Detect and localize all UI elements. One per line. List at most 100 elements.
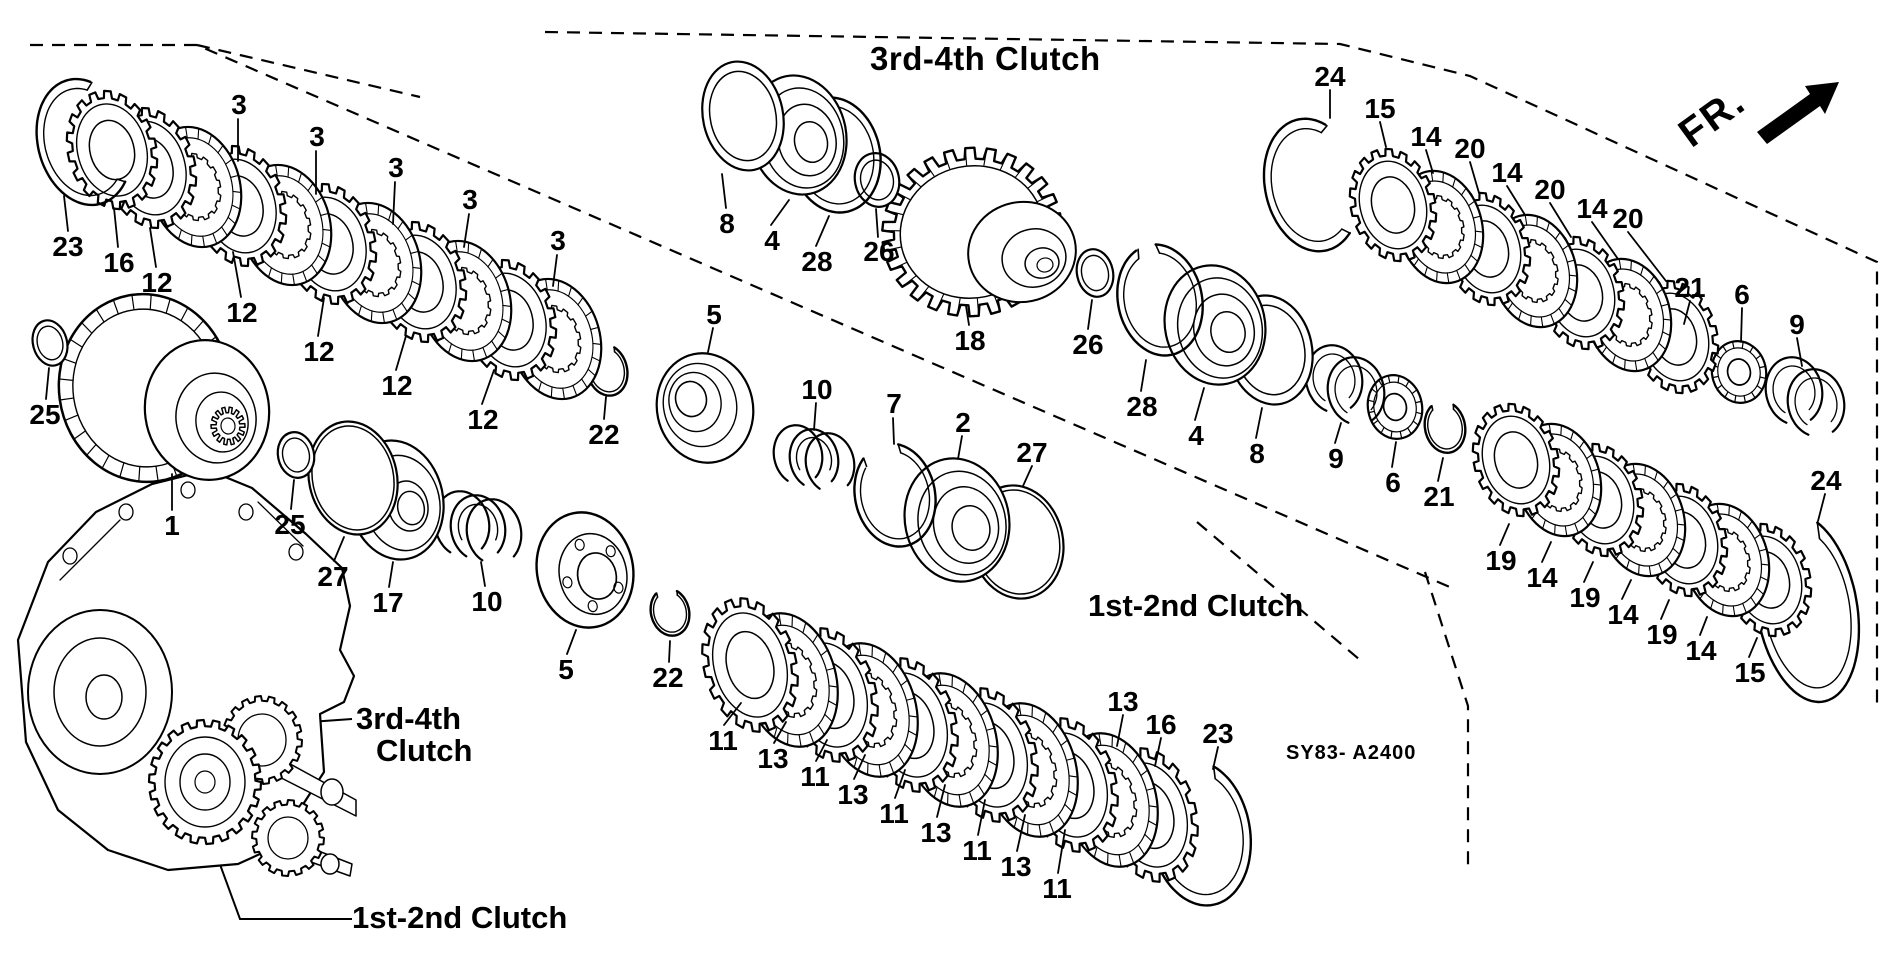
part-label-26: 26 bbox=[863, 208, 895, 267]
o-ring-26 bbox=[1075, 248, 1115, 298]
svg-text:2: 2 bbox=[955, 407, 971, 438]
svg-text:14: 14 bbox=[1685, 635, 1717, 666]
part-label-10: 10 bbox=[801, 374, 833, 431]
svg-text:12: 12 bbox=[141, 267, 172, 298]
svg-text:11: 11 bbox=[1042, 873, 1072, 904]
part-label-8: 8 bbox=[1249, 407, 1265, 469]
part-label-5: 5 bbox=[706, 299, 722, 353]
part-label-25: 25 bbox=[274, 479, 306, 540]
part-label-13: 13 bbox=[1000, 814, 1032, 882]
svg-text:22: 22 bbox=[652, 662, 683, 693]
svg-text:8: 8 bbox=[1249, 438, 1265, 469]
part-label-3: 3 bbox=[309, 121, 325, 195]
part-label-12: 12 bbox=[226, 251, 258, 328]
svg-text:9: 9 bbox=[1789, 309, 1805, 340]
clutch-pack-lower-right bbox=[1471, 402, 1813, 638]
part-label-15: 15 bbox=[1364, 93, 1396, 148]
svg-text:19: 19 bbox=[1646, 619, 1677, 650]
svg-text:28: 28 bbox=[801, 246, 832, 277]
boundary-dashed-line bbox=[544, 30, 1879, 708]
clutch-piston-4 bbox=[748, 74, 848, 196]
svg-text:3: 3 bbox=[388, 152, 404, 183]
ring-plate-8 bbox=[701, 60, 785, 172]
svg-text:12: 12 bbox=[226, 297, 257, 328]
part-label-9: 9 bbox=[1789, 309, 1805, 367]
svg-text:3: 3 bbox=[309, 121, 325, 152]
part-label-14: 14 bbox=[1491, 157, 1526, 216]
boundary-dashed-line bbox=[1196, 521, 1361, 661]
svg-text:3: 3 bbox=[550, 225, 566, 256]
transmission-case-inset bbox=[16, 468, 357, 877]
boundary-dashed-line bbox=[196, 43, 421, 99]
inset-label-1st-2nd-clutch: 1st-2nd Clutch bbox=[352, 900, 568, 935]
part-label-19: 19 bbox=[1569, 561, 1601, 613]
thrust-bearing-6 bbox=[1710, 340, 1768, 404]
snap-ring-21 bbox=[1423, 403, 1467, 454]
part-label-11: 11 bbox=[879, 769, 909, 829]
fr-direction-arrow bbox=[1757, 82, 1839, 144]
part-label-4: 4 bbox=[764, 199, 790, 256]
svg-text:5: 5 bbox=[706, 299, 722, 330]
o-ring-25 bbox=[31, 319, 69, 367]
part-label-14: 14 bbox=[1576, 193, 1619, 260]
svg-text:14: 14 bbox=[1607, 599, 1639, 630]
svg-text:21: 21 bbox=[1674, 272, 1705, 303]
part-label-14: 14 bbox=[1526, 541, 1558, 593]
part-label-24: 24 bbox=[1810, 465, 1842, 522]
svg-text:7: 7 bbox=[886, 388, 902, 419]
retainer-ring-7 bbox=[853, 443, 937, 548]
part-label-16: 16 bbox=[1145, 709, 1177, 767]
clutch-pack-lower-middle bbox=[701, 597, 1199, 883]
spring-retainer-5 bbox=[535, 511, 635, 629]
part-label-5: 5 bbox=[558, 629, 577, 685]
part-label-9: 9 bbox=[1328, 422, 1344, 474]
svg-text:14: 14 bbox=[1491, 157, 1523, 188]
clutch-spring-10 bbox=[772, 424, 856, 490]
svg-text:10: 10 bbox=[471, 586, 502, 617]
svg-text:25: 25 bbox=[29, 399, 60, 430]
clutch-drum-1 bbox=[57, 292, 271, 484]
title-1st-2nd-clutch: 1st-2nd Clutch bbox=[1088, 588, 1304, 623]
part-label-23: 23 bbox=[1202, 718, 1234, 770]
part-label-19: 19 bbox=[1485, 523, 1517, 576]
part-label-22: 22 bbox=[588, 396, 620, 450]
part-label-27: 27 bbox=[1016, 437, 1048, 487]
svg-text:5: 5 bbox=[558, 654, 574, 685]
disc-spring-9 bbox=[1304, 344, 1386, 424]
part-label-12: 12 bbox=[303, 297, 335, 367]
svg-text:1: 1 bbox=[164, 510, 180, 541]
part-label-25: 25 bbox=[29, 367, 61, 430]
svg-text:21: 21 bbox=[1423, 481, 1454, 512]
part-label-11: 11 bbox=[962, 799, 992, 866]
part-label-2: 2 bbox=[955, 407, 971, 460]
svg-text:19: 19 bbox=[1569, 582, 1600, 613]
svg-text:14: 14 bbox=[1526, 562, 1558, 593]
part-label-20: 20 bbox=[1454, 133, 1486, 194]
boundary-dashed-line bbox=[1423, 571, 1470, 868]
svg-text:23: 23 bbox=[52, 231, 83, 262]
part-label-7: 7 bbox=[886, 388, 902, 445]
part-label-13: 13 bbox=[1107, 686, 1139, 747]
svg-text:3: 3 bbox=[231, 89, 247, 120]
part-label-22: 22 bbox=[652, 640, 684, 693]
seal-ring-28 bbox=[1116, 243, 1204, 357]
svg-text:25: 25 bbox=[274, 509, 305, 540]
svg-text:22: 22 bbox=[588, 419, 619, 450]
svg-text:24: 24 bbox=[1314, 61, 1346, 92]
part-label-11: 11 bbox=[800, 739, 830, 792]
svg-text:10: 10 bbox=[801, 374, 832, 405]
part-label-14: 14 bbox=[1607, 579, 1639, 630]
part-label-12: 12 bbox=[141, 227, 173, 298]
part-label-21: 21 bbox=[1674, 272, 1706, 325]
svg-text:13: 13 bbox=[757, 743, 788, 774]
part-11-clutch-plate bbox=[701, 597, 799, 733]
svg-text:15: 15 bbox=[1364, 93, 1395, 124]
end-plate-16 bbox=[65, 89, 159, 211]
part-label-13: 13 bbox=[920, 784, 952, 848]
clutch-piston-4 bbox=[1163, 264, 1267, 386]
thrust-bearing-6 bbox=[1366, 374, 1424, 440]
part-label-13: 13 bbox=[757, 721, 789, 774]
svg-text:11: 11 bbox=[708, 725, 738, 756]
svg-text:20: 20 bbox=[1534, 174, 1565, 205]
